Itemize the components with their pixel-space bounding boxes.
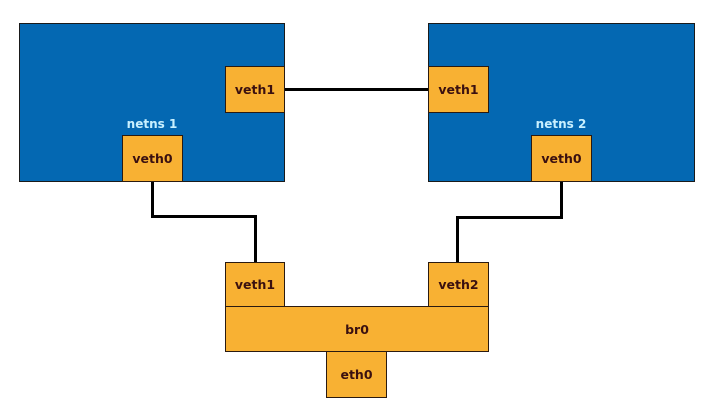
right-wire-down [560,182,563,219]
left-wire-down2 [254,215,257,263]
bridge-port-veth2[interactable]: veth2 [428,262,489,307]
bridge-uplink-eth0[interactable]: eth0 [326,351,387,398]
netns1-label: netns 1 [126,117,178,131]
netns1-veth0[interactable]: veth0 [122,135,183,182]
netns2-veth1[interactable]: veth1 [428,66,489,113]
right-wire-down2 [456,216,459,263]
bridge-br0[interactable]: br0 [225,306,489,352]
right-wire-across [456,216,563,219]
peer-link-wire [285,88,428,91]
netns2-label: netns 2 [535,117,587,131]
left-wire-down [151,182,154,218]
left-wire-across [151,215,257,218]
bridge-port-veth1[interactable]: veth1 [225,262,285,307]
netns1-veth1[interactable]: veth1 [225,66,285,113]
netns2-veth0[interactable]: veth0 [531,135,592,182]
